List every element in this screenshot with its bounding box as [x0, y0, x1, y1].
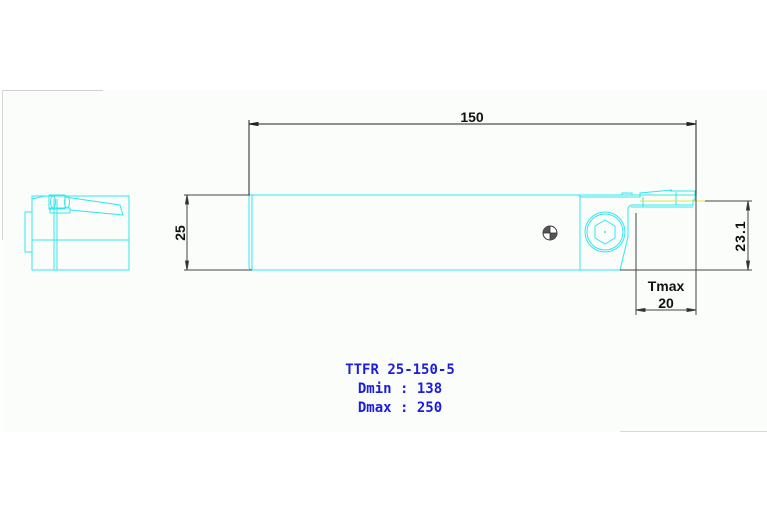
dimension-label-height: 25	[172, 225, 188, 241]
dimension-tmax	[635, 195, 697, 315]
dimension-label-length: 150	[460, 109, 484, 125]
part-caption: TTFR 25-150-5 Dmin : 138 Dmax : 250	[300, 361, 500, 418]
sheet-edge	[2, 90, 103, 91]
end-view	[24, 194, 130, 271]
sheet-edge	[2, 90, 3, 240]
center-of-gravity-icon	[542, 225, 558, 241]
tmax-label: Tmax	[648, 278, 685, 294]
dmin-label: Dmin : 138	[357, 381, 443, 397]
dimension-label-cutting-height: 23.1	[732, 220, 748, 251]
dimension-shank-height	[184, 194, 252, 271]
tmax-value: 20	[658, 295, 674, 311]
dmax-label: Dmax : 250	[357, 400, 443, 416]
sheet-edge	[620, 431, 767, 432]
dimension-cutting-height	[620, 200, 752, 271]
side-view	[248, 189, 696, 271]
dimension-overall-length	[248, 120, 697, 195]
hex-socket-screw-icon	[584, 211, 626, 253]
part-number: TTFR 25-150-5	[345, 362, 455, 378]
